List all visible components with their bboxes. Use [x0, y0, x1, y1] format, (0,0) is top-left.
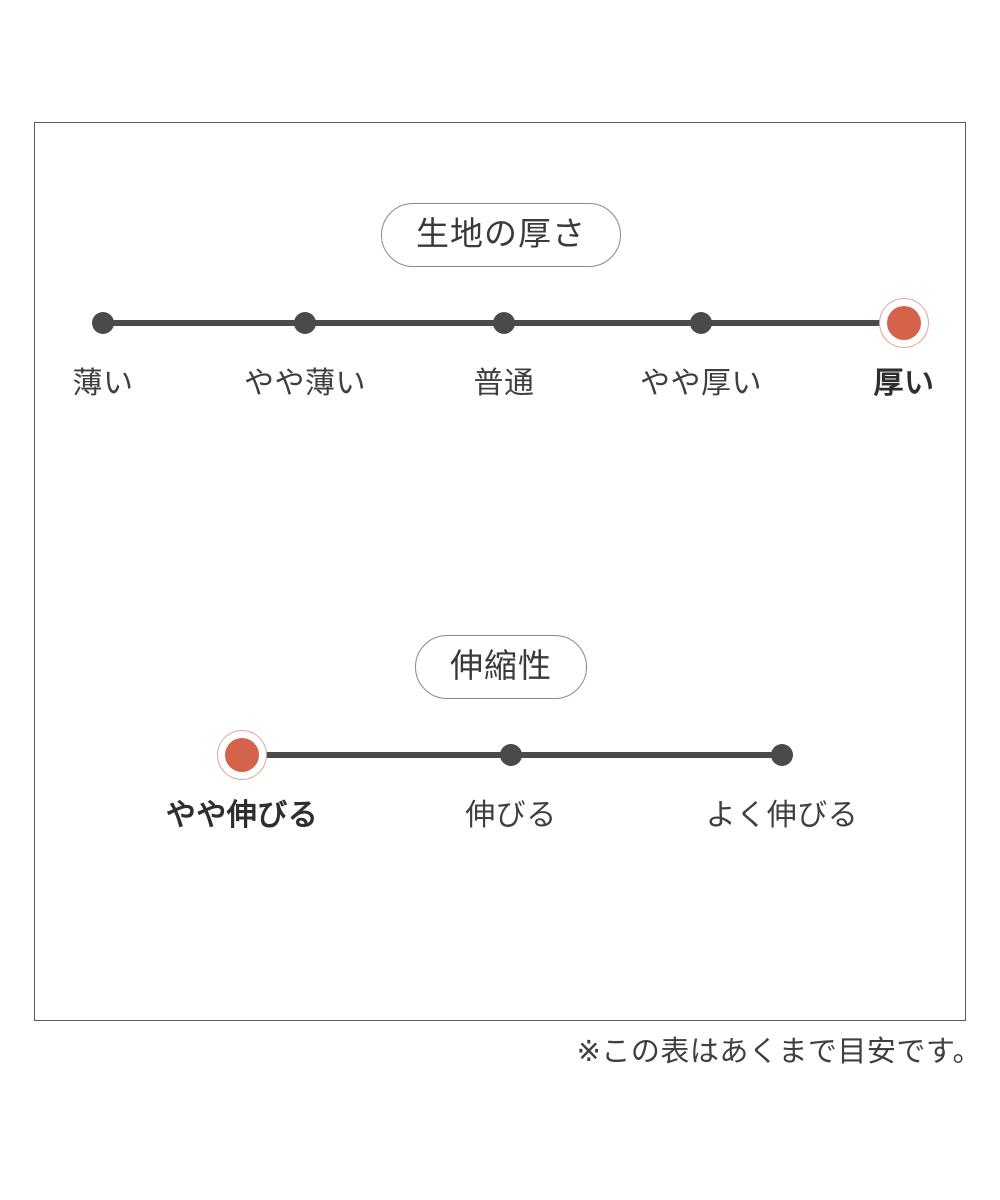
scale-label-stretch-1: 伸びる: [465, 798, 557, 834]
scale-dot-stretch-1[interactable]: [500, 744, 522, 767]
footnote-disclaimer: ※この表はあくまで目安です。: [576, 1034, 982, 1068]
pill-row-thickness: 生地の厚さ: [35, 203, 967, 268]
scale-dot-stretch-2[interactable]: [771, 744, 793, 767]
chart-frame: 生地の厚さ 薄い やや薄い 普通 やや厚い 厚い 伸縮性 やや伸びる 伸びる よく伸びる: [34, 122, 966, 1021]
section-stretchiness: 伸縮性 やや伸びる 伸びる よく伸びる: [35, 635, 967, 859]
scale-fabric-thickness: 薄い やや薄い 普通 やや厚い 厚い: [35, 267, 967, 427]
scale-label-thickness-2: 普通: [473, 366, 535, 402]
scale-label-thickness-3: やや厚い: [640, 366, 762, 402]
pill-row-stretch: 伸縮性: [35, 635, 967, 700]
scale-label-thickness-1: やや薄い: [244, 366, 366, 402]
scale-label-thickness-4: 厚い: [873, 366, 935, 402]
section-title-stretchiness: 伸縮性: [415, 635, 587, 700]
scale-dot-thickness-4-selected[interactable]: [887, 306, 921, 341]
scale-dot-thickness-0[interactable]: [92, 312, 114, 335]
section-fabric-thickness: 生地の厚さ 薄い やや薄い 普通 やや厚い 厚い: [35, 203, 967, 427]
section-title-fabric-thickness: 生地の厚さ: [381, 203, 621, 268]
scale-label-stretch-0: やや伸びる: [165, 798, 319, 834]
scale-stretchiness: やや伸びる 伸びる よく伸びる: [35, 699, 967, 859]
scale-dot-thickness-2[interactable]: [493, 312, 515, 335]
scale-dot-thickness-3[interactable]: [690, 312, 712, 335]
scale-label-thickness-0: 薄い: [72, 366, 134, 402]
scale-dot-thickness-1[interactable]: [294, 312, 316, 335]
scale-dot-stretch-0-selected[interactable]: [225, 738, 259, 773]
scale-label-stretch-2: よく伸びる: [705, 798, 859, 834]
